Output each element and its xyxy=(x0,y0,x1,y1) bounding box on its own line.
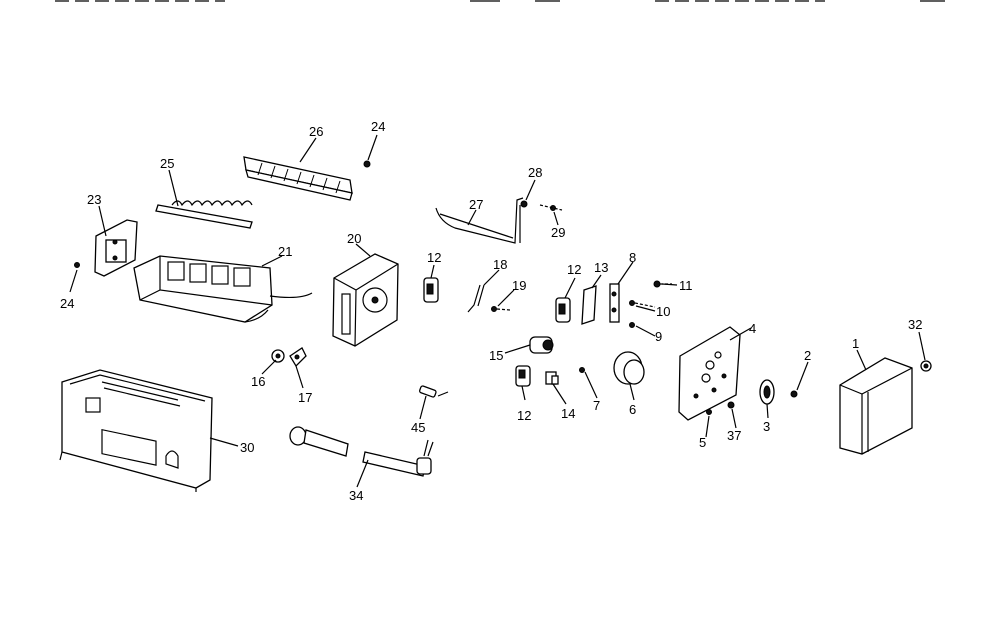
part-3-gear xyxy=(759,379,775,405)
part-12-switch-a xyxy=(423,277,439,303)
leader-lines xyxy=(69,134,926,488)
part-21-mold xyxy=(133,255,313,323)
part-26-cover xyxy=(243,156,353,201)
callout-37: 37 xyxy=(727,428,741,443)
callout-10: 10 xyxy=(656,304,670,319)
part-6-motor xyxy=(613,351,645,385)
callout-32: 32 xyxy=(908,317,922,332)
part-34-heater xyxy=(362,439,434,477)
part-32-plug xyxy=(920,360,932,372)
callout-15: 15 xyxy=(489,348,503,363)
part-30-frame xyxy=(59,369,213,492)
callout-20: 20 xyxy=(347,231,361,246)
part-27-arm xyxy=(435,197,524,244)
part-12-switch-c xyxy=(515,365,531,387)
part-5-screw xyxy=(706,409,712,415)
callout-29: 29 xyxy=(551,225,565,240)
part-13-insulator xyxy=(581,285,597,325)
part-23-bracket xyxy=(94,219,138,277)
callout-5: 5 xyxy=(699,435,706,450)
callout-9: 9 xyxy=(655,329,662,344)
callout-12: 12 xyxy=(517,408,531,423)
callout-14: 14 xyxy=(561,406,575,421)
part-2-screw xyxy=(790,390,798,398)
callout-4: 4 xyxy=(749,321,756,336)
callout-30: 30 xyxy=(240,440,254,455)
part-45-wire xyxy=(419,385,449,398)
callout-27: 27 xyxy=(469,197,483,212)
part-1-cover xyxy=(839,357,913,455)
callout-7: 7 xyxy=(593,398,600,413)
callout-18: 18 xyxy=(493,257,507,272)
callout-3: 3 xyxy=(763,419,770,434)
callout-1: 1 xyxy=(852,336,859,351)
callout-12: 12 xyxy=(567,262,581,277)
callout-24: 24 xyxy=(371,119,385,134)
callout-25: 25 xyxy=(160,156,174,171)
part-24-screw-top xyxy=(363,160,371,168)
callout-16: 16 xyxy=(251,374,265,389)
callout-24: 24 xyxy=(60,296,74,311)
part-24-screw-left xyxy=(74,262,80,268)
callout-12: 12 xyxy=(427,250,441,265)
part-28-29-pin xyxy=(520,200,563,211)
part-25-ejector xyxy=(155,200,253,229)
part-37-screw xyxy=(727,401,735,409)
fill-tube xyxy=(289,426,349,457)
part-14-cam xyxy=(545,371,559,385)
part-16-thermostat xyxy=(271,349,285,363)
callout-34: 34 xyxy=(349,488,363,503)
callout-28: 28 xyxy=(528,165,542,180)
part-15-valve xyxy=(529,336,554,354)
callout-23: 23 xyxy=(87,192,101,207)
part-20-housing xyxy=(332,253,399,347)
part-12-switch-b xyxy=(555,297,571,323)
callout-13: 13 xyxy=(594,260,608,275)
part-18-lever xyxy=(467,284,511,313)
callout-11: 11 xyxy=(679,278,693,293)
part-7-screw xyxy=(579,367,585,373)
callout-2: 2 xyxy=(804,348,811,363)
part-8-contact xyxy=(609,283,620,323)
callout-8: 8 xyxy=(629,250,636,265)
callout-17: 17 xyxy=(298,390,312,405)
part-4-plate xyxy=(678,326,741,421)
callout-labels: 26 24 25 28 27 29 23 21 20 24 12 18 19 1… xyxy=(60,119,922,503)
callout-6: 6 xyxy=(629,402,636,417)
part-17-clip xyxy=(289,347,307,368)
callout-21: 21 xyxy=(278,244,292,259)
callout-26: 26 xyxy=(309,124,323,139)
callout-45: 45 xyxy=(411,420,425,435)
callout-19: 19 xyxy=(512,278,526,293)
